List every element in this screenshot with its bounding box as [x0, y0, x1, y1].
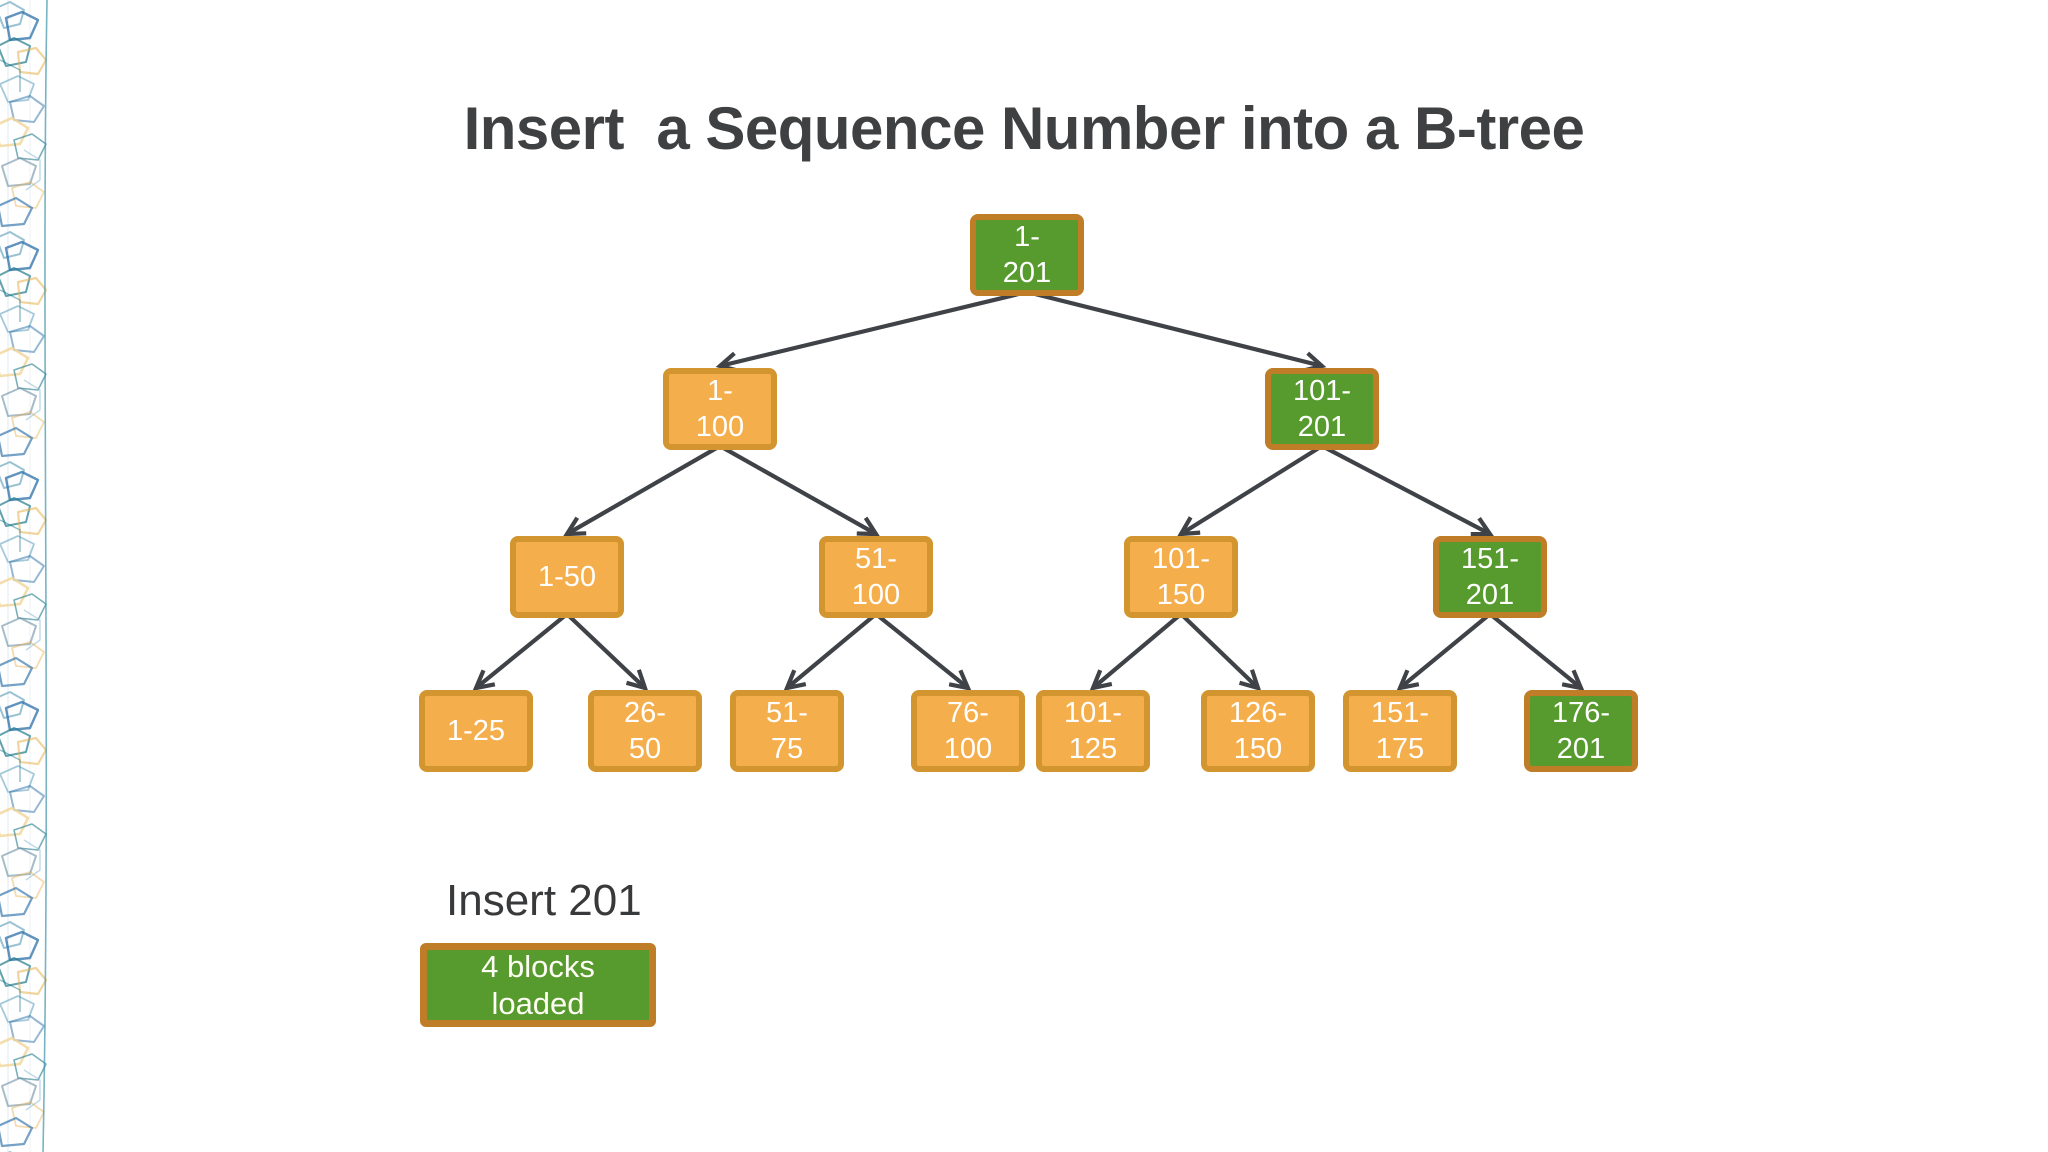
tree-node-101-125: 101- 125 — [1036, 690, 1150, 772]
slide-title: Insert a Sequence Number into a B-tree — [463, 95, 1585, 162]
circuit-pattern-strip — [0, 0, 48, 1152]
tree-node-1-100: 1- 100 — [663, 368, 777, 450]
tree-node-51-100: 51- 100 — [819, 536, 933, 618]
tree-node-1-50: 1-50 — [510, 536, 624, 618]
blocks-loaded-box: 4 blocks loaded — [420, 943, 656, 1027]
tree-node-26-50: 26- 50 — [588, 690, 702, 772]
tree-node-126-150: 126- 150 — [1201, 690, 1315, 772]
tree-node-101-150: 101- 150 — [1124, 536, 1238, 618]
insert-caption: Insert 201 — [446, 876, 642, 925]
tree-node-151-201: 151- 201 — [1433, 536, 1547, 618]
tree-node-1-201: 1- 201 — [970, 214, 1084, 296]
tree-node-101-201: 101- 201 — [1265, 368, 1379, 450]
tree-node-76-100: 76- 100 — [911, 690, 1025, 772]
tree-node-1-25: 1-25 — [419, 690, 533, 772]
tree-node-51-75: 51- 75 — [730, 690, 844, 772]
tree-node-151-175: 151- 175 — [1343, 690, 1457, 772]
tree-node-176-201: 176- 201 — [1524, 690, 1638, 772]
